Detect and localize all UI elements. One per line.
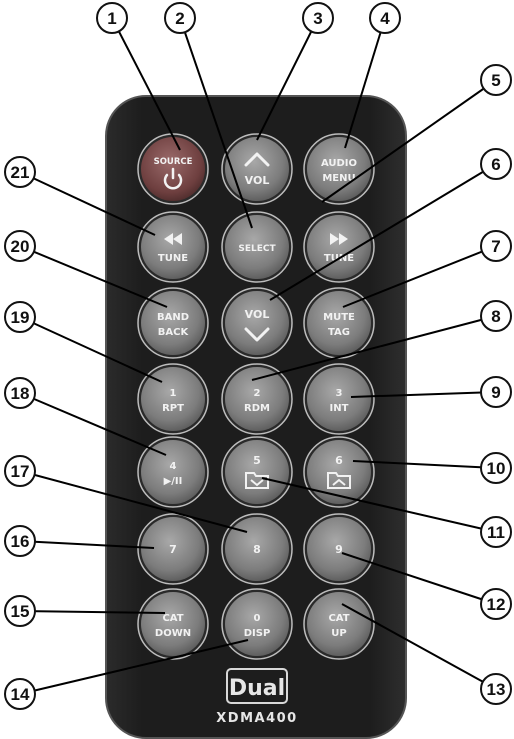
vol-down-button[interactable]: VOL (222, 288, 292, 358)
band-back-label-top: BAND (157, 312, 189, 323)
callout-number: 12 (487, 595, 506, 614)
tune-forward-button[interactable]: TUNE (304, 212, 374, 282)
key-3-label-top: 3 (336, 388, 343, 399)
tune-back-button[interactable]: TUNE (138, 212, 208, 282)
source-button[interactable]: SOURCE (138, 134, 208, 204)
source-label: SOURCE (154, 157, 193, 167)
key-2-label-top: 2 (254, 388, 261, 399)
callout-number: 17 (11, 462, 30, 481)
key-0-label-bottom: DISP (244, 628, 271, 639)
cat-up-label-top: CAT (328, 613, 349, 624)
key-6-label: 6 (335, 454, 343, 467)
callout-number: 6 (491, 155, 500, 174)
callout-number: 2 (175, 9, 184, 28)
key-7-button[interactable]: 7 (138, 514, 208, 584)
key-0-label-top: 0 (254, 613, 261, 624)
callout-number: 13 (487, 680, 506, 699)
key-5-label: 5 (253, 454, 261, 467)
callout-number: 20 (11, 237, 30, 256)
key-5-button[interactable]: 5 (222, 437, 292, 507)
vol-up-label: VOL (245, 174, 270, 187)
cat-down-label-top: CAT (162, 613, 183, 624)
mute-tag-label-bottom: TAG (328, 327, 350, 338)
cat-down-label-bottom: DOWN (155, 628, 191, 639)
callout-number: 7 (491, 237, 500, 256)
brand-name: Dual (229, 676, 285, 701)
cat-up-button[interactable]: CAT UP (304, 589, 374, 659)
cat-up-label-bottom: UP (331, 628, 346, 639)
cat-down-button[interactable]: CAT DOWN (138, 589, 208, 659)
select-label: SELECT (238, 244, 276, 254)
callout-number: 19 (11, 308, 30, 327)
model-number: XDMA400 (216, 711, 297, 726)
tune-back-label: TUNE (158, 253, 188, 264)
key-2-label-bottom: RDM (244, 403, 270, 414)
key-9-button[interactable]: 9 (304, 514, 374, 584)
callout-number: 4 (380, 9, 390, 28)
select-button[interactable]: SELECT (222, 212, 292, 282)
callout-number: 11 (487, 523, 505, 542)
key-4-label-top: 4 (170, 461, 177, 472)
callout-number: 3 (313, 9, 322, 28)
band-back-label-bottom: BACK (158, 327, 190, 338)
mute-tag-label-top: MUTE (323, 312, 355, 323)
callout-number: 14 (11, 685, 30, 704)
callout-number: 9 (491, 383, 500, 402)
key-7-label: 7 (169, 543, 177, 556)
callout-number: 15 (11, 602, 30, 621)
key-9-label: 9 (335, 543, 343, 556)
key-1-label-top: 1 (170, 388, 177, 399)
callout-number: 1 (107, 9, 116, 28)
callout-number: 18 (11, 384, 30, 403)
key-3-label-bottom: INT (330, 403, 349, 414)
vol-down-label: VOL (245, 308, 270, 321)
key-8-button[interactable]: 8 (222, 514, 292, 584)
audio-menu-label-top: AUDIO (321, 158, 357, 169)
key-8-label: 8 (253, 543, 261, 556)
callout-number: 10 (487, 459, 506, 478)
key-1-label-bottom: RPT (162, 403, 184, 414)
callout-number: 8 (491, 307, 500, 326)
callout-number: 21 (11, 163, 30, 182)
key-4-label-bottom: ▶/II (164, 476, 183, 487)
callout-number: 16 (11, 532, 30, 551)
callout-number: 5 (491, 71, 500, 90)
